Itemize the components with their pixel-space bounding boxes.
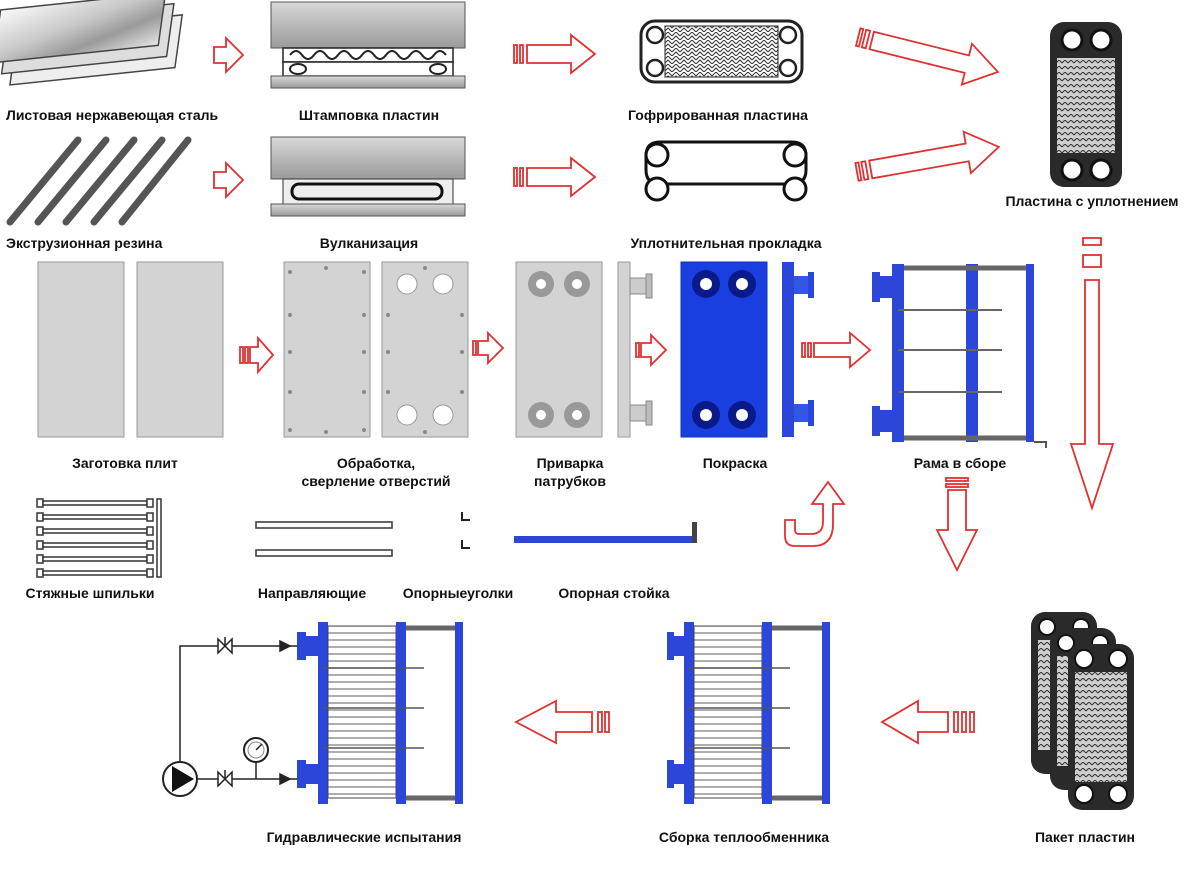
arrow-icon (1069, 237, 1115, 511)
plate-blank-icon (37, 261, 224, 438)
pressure-gauge-icon (243, 737, 269, 763)
label-machining-line2: сверление отверстий (301, 473, 451, 489)
label-assembled-frame: Рама в сборе (913, 455, 1007, 471)
label-guides: Направляющие (257, 585, 367, 601)
arrow-icon (880, 699, 975, 745)
label-plate-with-gasket: Пластина с уплотнением (1005, 193, 1179, 209)
arrow-icon (213, 160, 245, 200)
machined-plate-icon (283, 261, 469, 438)
arrow-icon (801, 331, 872, 369)
arrow-icon (854, 130, 1001, 182)
pump-icon (162, 761, 198, 797)
label-nozzle-welding-line2: патрубков (534, 473, 606, 489)
label-painting: Покраска (702, 455, 768, 471)
label-sheet-steel: Листовая нержавеющая сталь (6, 107, 219, 123)
arrow-icon (854, 27, 1000, 86)
arrow-icon (213, 35, 245, 75)
gasketed-plate-icon (1050, 22, 1122, 187)
flow-arrows (213, 27, 1115, 745)
label-hx-assembly: Сборка теплообменника (658, 829, 830, 845)
stamping-press-icon (270, 1, 466, 89)
arrow-icon (472, 330, 505, 366)
label-support-angles: Опорныеуголки (402, 585, 514, 601)
arrow-icon (513, 33, 597, 75)
arrow-icon (784, 480, 846, 547)
label-plate-blank: Заготовка плит (72, 455, 178, 471)
label-hydraulic-test: Гидравлические испытания (266, 829, 462, 845)
support-post-icon (514, 522, 697, 543)
label-vulcanization: Вулканизация (319, 235, 419, 251)
arrow-icon (514, 699, 610, 745)
assembled-frame-icon (872, 264, 1047, 448)
hydraulic-test-heat-exchanger-icon (297, 622, 463, 804)
tie-studs-icon (36, 498, 162, 578)
guide-rails-icon (255, 521, 393, 557)
label-plate-pack: Пакет пластин (1034, 829, 1136, 845)
plate-pack-icon (1031, 612, 1134, 810)
support-angles-icon (461, 512, 470, 549)
heat-exchanger-assembly-icon (667, 622, 830, 804)
welded-nozzle-plate-icon (515, 261, 653, 438)
label-extruded-rubber: Экструзионная резина (6, 235, 163, 251)
label-nozzle-welding-line1: Приварка (536, 455, 604, 471)
arrow-icon (635, 332, 668, 368)
painted-plate-icon (680, 261, 814, 438)
label-plate-stamping: Штамповка пластин (298, 107, 440, 123)
label-corrugated-plate: Гофрированная пластина (628, 107, 808, 123)
arrow-icon (239, 335, 275, 375)
arrow-icon (513, 156, 597, 198)
valve-icon (217, 637, 233, 788)
vulcanization-press-icon (270, 136, 466, 217)
corrugated-plate-icon (639, 19, 804, 84)
rubber-extrusion-icon (6, 136, 192, 226)
label-support-post: Опорная стойка (558, 585, 670, 601)
label-tie-studs: Стяжные шпильки (25, 585, 155, 601)
label-sealing-gasket: Уплотнительная прокладка (630, 235, 822, 251)
sheet-steel-icon (0, 0, 184, 86)
label-machining-line1: Обработка, (336, 455, 416, 471)
sealing-gasket-icon (644, 140, 808, 202)
test-piping-icon (179, 639, 297, 786)
arrow-icon (935, 477, 979, 573)
